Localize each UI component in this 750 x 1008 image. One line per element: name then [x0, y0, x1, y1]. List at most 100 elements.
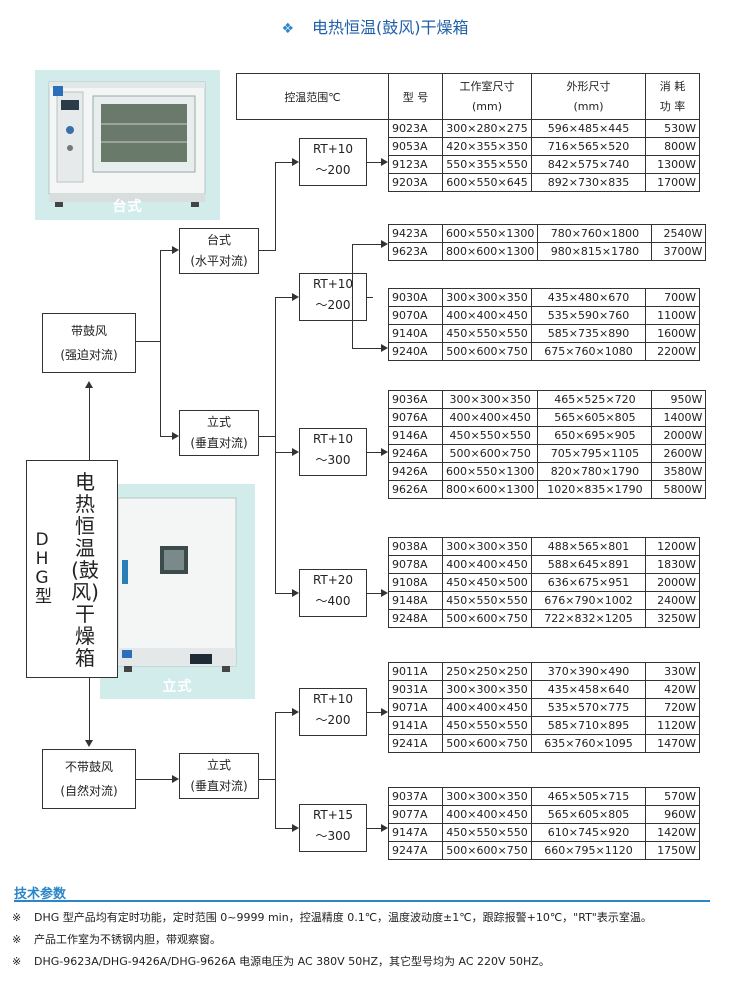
nofan-vert-box: 立式(垂直对流)	[179, 753, 259, 799]
chamber-size-cell: 300×300×350	[441, 390, 539, 409]
arrow-right-icon	[292, 158, 299, 166]
connector	[259, 250, 275, 251]
root-char-9: 箱	[75, 646, 95, 670]
chamber-size-cell: 400×400×450	[442, 805, 532, 824]
range-1-bottom: ～200	[315, 163, 351, 177]
note-mark: ※	[12, 933, 22, 946]
outer-size-cell: 650×695×905	[537, 426, 653, 445]
power-cell: 1830W	[645, 555, 700, 574]
model-cell: 9123A	[388, 155, 443, 174]
outer-size-cell: 820×780×1790	[537, 462, 653, 481]
outer-size-cell: 565×605×805	[537, 408, 653, 427]
power-cell: 2000W	[651, 426, 707, 445]
model-cell: 9148A	[388, 591, 443, 610]
chamber-size-cell: 300×300×350	[442, 787, 532, 806]
power-cell: 1120W	[645, 716, 700, 735]
chamber-size-cell: 450×450×500	[442, 573, 532, 592]
power-cell: 1420W	[645, 823, 700, 842]
root-side-label: DHG型	[35, 530, 52, 607]
arrow-right-icon	[292, 824, 299, 832]
arrow-right-icon	[172, 775, 179, 783]
outer-size-cell: 535×590×760	[531, 306, 646, 325]
header-power-1: 消 耗	[659, 79, 686, 93]
chamber-size-cell: 450×550×550	[442, 823, 532, 842]
outer-size-cell: 842×575×740	[531, 155, 646, 174]
connector	[275, 297, 276, 593]
power-cell: 2600W	[651, 444, 707, 463]
arrow-right-icon	[292, 448, 299, 456]
power-cell: 2400W	[645, 591, 700, 610]
power-cell: 2000W	[645, 573, 700, 592]
chamber-size-cell: 600×550×1300	[441, 224, 539, 243]
header-temp-range: 控温范围℃	[236, 73, 389, 120]
connector	[352, 244, 381, 245]
vertical-photo-label: 立式	[162, 679, 193, 695]
outer-size-cell: 892×730×835	[531, 173, 646, 192]
chamber-size-cell: 500×600×750	[441, 444, 539, 463]
outer-size-cell: 370×390×490	[531, 662, 646, 681]
connector	[275, 452, 292, 453]
outer-size-cell: 465×505×715	[531, 787, 646, 806]
arrow-right-icon	[381, 158, 388, 166]
connector	[136, 341, 160, 342]
connector	[275, 712, 276, 829]
chamber-size-cell: 420×355×350	[442, 137, 532, 156]
nofan-sublabel: (自然对流)	[60, 784, 118, 798]
root-char-5: (鼓	[71, 558, 99, 582]
range-3-bottom: ～300	[315, 453, 351, 467]
power-cell: 2540W	[651, 224, 707, 243]
model-cell: 9053A	[388, 137, 443, 156]
header-chamber-label: 工作室尺寸	[459, 79, 515, 93]
outer-size-cell: 636×675×951	[531, 573, 646, 592]
outer-size-cell: 980×815×1780	[537, 242, 653, 261]
connector	[352, 244, 353, 348]
fan-box: 带鼓风(强迫对流)	[42, 313, 136, 373]
power-cell: 1600W	[645, 324, 700, 343]
diamond-bullet-icon: ❖	[281, 21, 295, 37]
range-6-bottom: ～300	[315, 829, 351, 843]
power-cell: 700W	[645, 288, 700, 307]
model-cell: 9031A	[388, 680, 443, 699]
outer-size-cell: 585×710×895	[531, 716, 646, 735]
fan-label: 带鼓风	[70, 324, 107, 338]
note-3-text: DHG-9623A/DHG-9426A/DHG-9626A 电源电压为 AC 3…	[34, 955, 550, 968]
page-title-text: 电热恒温(鼓风)干燥箱	[312, 18, 469, 37]
range-box-4: RT+20～400	[299, 569, 367, 617]
note-1: ※DHG 型产品均有定时功能，定时范围 0~9999 min，控温精度 0.1℃…	[12, 909, 652, 925]
chamber-size-cell: 500×600×750	[442, 609, 532, 628]
outer-size-cell: 705×795×1105	[537, 444, 653, 463]
power-cell: 1400W	[651, 408, 707, 427]
power-cell: 2200W	[645, 342, 700, 361]
header-outer-unit: (mm)	[573, 99, 604, 113]
connector	[367, 297, 373, 298]
power-cell: 720W	[645, 698, 700, 717]
connector	[275, 297, 292, 298]
outer-size-cell: 588×645×891	[531, 555, 646, 574]
power-cell: 530W	[645, 119, 700, 138]
model-cell: 9108A	[388, 573, 443, 592]
page-title: ❖ 电热恒温(鼓风)干燥箱	[0, 14, 750, 38]
header-chamber-unit: (mm)	[471, 99, 502, 113]
root-char-6: 风)	[71, 580, 99, 604]
nofan-box: 不带鼓风(自然对流)	[42, 749, 136, 809]
range-box-2: RT+10～200	[299, 273, 367, 321]
outer-size-cell: 675×760×1080	[531, 342, 646, 361]
arrow-right-icon	[381, 240, 388, 248]
vertical-oven-illustration	[117, 497, 237, 672]
notes-divider	[14, 900, 710, 902]
connector	[275, 593, 292, 594]
root-main-label: 电 热 恒 温 (鼓 风) 干 燥 箱	[57, 471, 113, 669]
model-cell: 9023A	[388, 119, 443, 138]
